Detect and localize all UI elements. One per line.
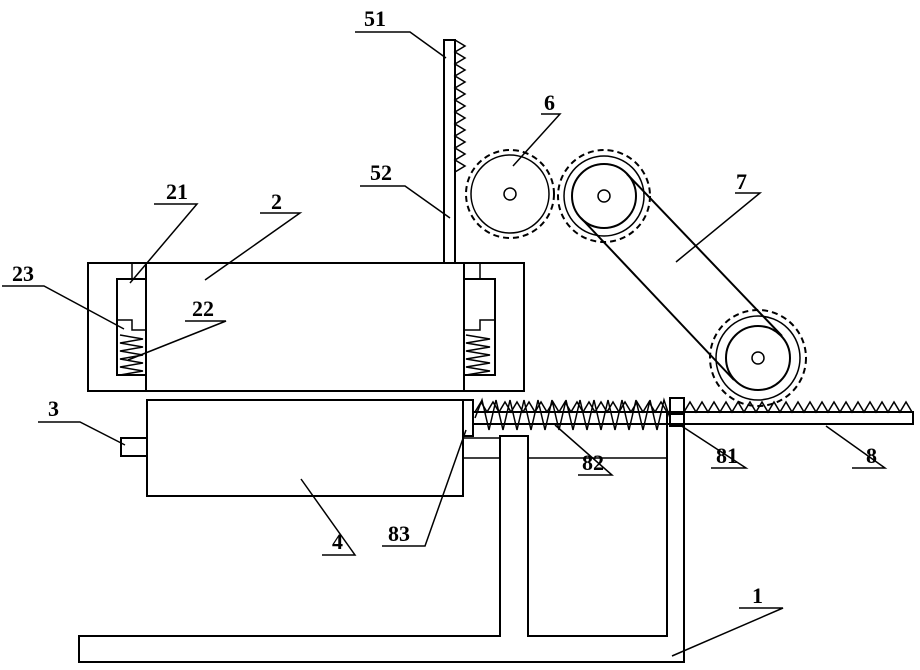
label-8: 8: [866, 443, 877, 468]
belt-upper: [627, 174, 782, 336]
label-82: 82: [582, 450, 604, 475]
leader-4: [301, 479, 355, 555]
left-slider: [117, 263, 146, 330]
plate-83: [463, 400, 473, 436]
label-52: 52: [370, 160, 392, 185]
label-51: 51: [364, 6, 386, 31]
gear-7-top-hub: [598, 190, 610, 202]
vertical-rack-teeth: [455, 40, 465, 172]
leader-3: [38, 422, 125, 445]
leader-7: [676, 193, 760, 262]
right-housing: [464, 263, 524, 391]
gear-6: [466, 150, 554, 238]
right-slider: [464, 263, 495, 330]
vertical-rack-bar: [444, 40, 455, 263]
gear-6-body: [471, 155, 549, 233]
lower-block: [147, 400, 463, 496]
horizontal-rack-bar: [473, 412, 913, 424]
label-6: 6: [544, 90, 555, 115]
leader-51: [355, 32, 446, 58]
horizontal-rack-teeth: [684, 402, 912, 412]
gear-7-bottom: [710, 310, 806, 406]
label-23: 23: [12, 261, 34, 286]
label-4: 4: [332, 529, 343, 554]
leader-23: [2, 286, 124, 329]
label-81: 81: [716, 443, 738, 468]
pin: [121, 438, 147, 456]
upper-block: [146, 263, 464, 391]
leader-1: [672, 608, 783, 656]
label-7: 7: [736, 169, 747, 194]
label-3: 3: [48, 396, 59, 421]
gear-7-bottom-hub: [752, 352, 764, 364]
label-1: 1: [752, 583, 763, 608]
label-83: 83: [388, 521, 410, 546]
gear-7-bottom-body: [716, 316, 800, 400]
leader-2: [205, 213, 300, 280]
gear-7-top-body: [564, 156, 644, 236]
label-22: 22: [192, 296, 214, 321]
right-spring: [466, 335, 490, 375]
gear-6-hub: [504, 188, 516, 200]
leader-52: [360, 186, 450, 218]
belt-lower: [581, 218, 734, 380]
leader-22: [128, 321, 226, 360]
label-21: 21: [166, 179, 188, 204]
leader-21: [130, 204, 197, 283]
label-2: 2: [271, 189, 282, 214]
